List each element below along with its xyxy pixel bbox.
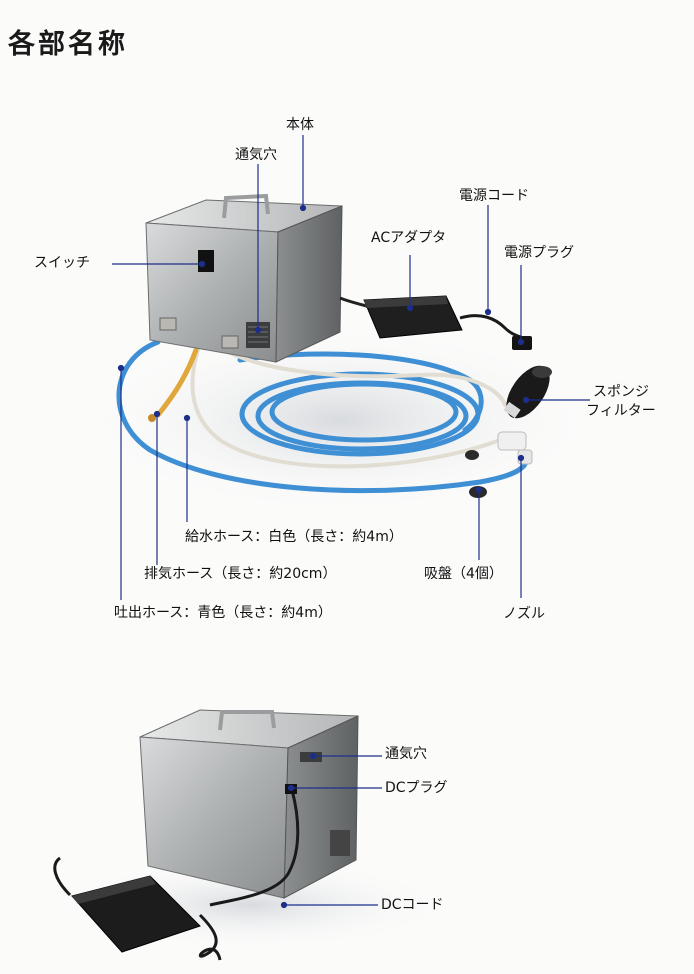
label-power-cord: 電源コード bbox=[459, 188, 529, 204]
label-power-plug: 電源プラグ bbox=[504, 245, 574, 261]
exhaust-hose bbox=[155, 347, 199, 418]
label-ac-adapter: ACアダプタ bbox=[371, 230, 447, 246]
page-title: 各部名称 bbox=[8, 29, 128, 60]
ac-adapter-part bbox=[363, 295, 463, 339]
carry-handle bbox=[222, 193, 270, 219]
mains-cord bbox=[53, 856, 72, 897]
nozzle-part bbox=[497, 431, 533, 465]
label-suction-cup: 吸盤（4個） bbox=[424, 566, 503, 582]
hose-fitting-right bbox=[221, 335, 239, 349]
suction-cup-part bbox=[465, 450, 479, 460]
leader-lines bbox=[112, 135, 590, 600]
label-dc-plug: DCプラグ bbox=[385, 780, 448, 796]
label-sponge-filter-2: フィルター bbox=[586, 403, 656, 419]
top-figure bbox=[80, 135, 600, 600]
leader-lines-bottom bbox=[280, 752, 382, 909]
label-switch: スイッチ bbox=[34, 255, 90, 271]
hose-fitting-left bbox=[159, 317, 177, 331]
label-dc-cord: DCコード bbox=[381, 897, 444, 913]
label-body: 本体 bbox=[286, 117, 314, 133]
label-exhaust-hose: 排気ホース（長さ：約20cm） bbox=[144, 566, 337, 582]
pump-unit-rear bbox=[139, 709, 359, 899]
exhaust-hose-tip bbox=[148, 414, 156, 422]
sponge-filter-part bbox=[503, 365, 552, 419]
label-discharge-hose: 吐出ホース：青色（長さ：約4m） bbox=[114, 605, 332, 621]
floor-shadow bbox=[80, 325, 600, 515]
carry-handle-rear bbox=[218, 710, 276, 731]
label-vent: 通気穴 bbox=[235, 147, 277, 163]
switch-part bbox=[198, 250, 214, 272]
dc-cable-top bbox=[339, 296, 367, 308]
label-vent-bottom: 通気穴 bbox=[385, 746, 427, 762]
label-supply-hose: 給水ホース：白色（長さ：約4m） bbox=[185, 529, 403, 545]
rear-label-plate bbox=[330, 830, 350, 856]
ac-cord-coil bbox=[198, 913, 222, 961]
bottom-figure bbox=[50, 709, 450, 961]
dc-cord-part bbox=[209, 789, 300, 907]
label-sponge-filter-1: スポンジ bbox=[593, 384, 649, 400]
ac-adapter-rear bbox=[71, 875, 201, 953]
pump-unit bbox=[145, 193, 343, 363]
label-nozzle: ノズル bbox=[503, 606, 545, 622]
